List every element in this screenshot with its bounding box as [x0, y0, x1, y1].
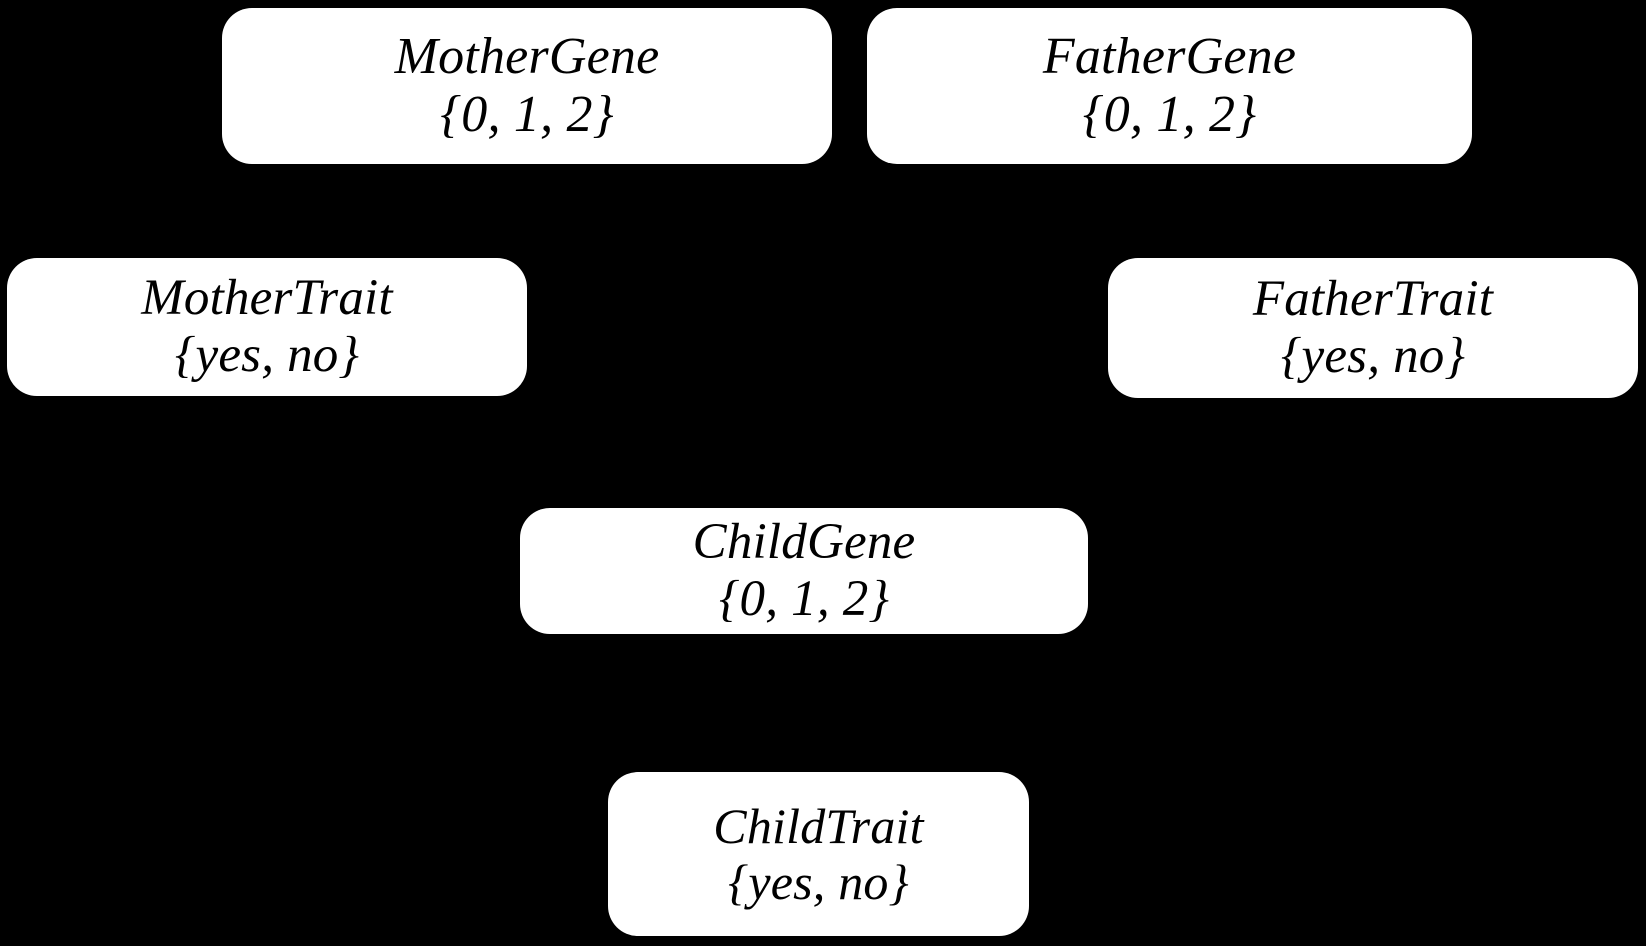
node-father-gene[interactable]: FatherGene {0, 1, 2} — [867, 8, 1472, 164]
node-father-trait-label: FatherTrait — [1252, 270, 1494, 327]
node-mother-trait-label: MotherTrait — [141, 269, 393, 326]
node-father-gene-label: FatherGene — [1042, 27, 1297, 85]
node-child-gene-domain: {0, 1, 2} — [718, 571, 890, 627]
node-father-gene-domain: {0, 1, 2} — [1082, 86, 1257, 143]
node-mother-trait[interactable]: MotherTrait {yes, no} — [7, 258, 527, 396]
node-child-trait[interactable]: ChildTrait {yes, no} — [608, 772, 1029, 936]
node-mother-gene[interactable]: MotherGene {0, 1, 2} — [222, 8, 832, 164]
node-child-gene[interactable]: ChildGene {0, 1, 2} — [520, 508, 1088, 634]
node-mother-trait-domain: {yes, no} — [174, 327, 360, 383]
node-child-trait-domain: {yes, no} — [728, 854, 909, 910]
node-mother-gene-label: MotherGene — [394, 27, 660, 85]
node-father-trait-domain: {yes, no} — [1280, 328, 1466, 384]
node-child-gene-label: ChildGene — [692, 513, 916, 570]
node-mother-gene-domain: {0, 1, 2} — [440, 86, 614, 143]
node-father-trait[interactable]: FatherTrait {yes, no} — [1108, 258, 1638, 398]
node-child-trait-label: ChildTrait — [713, 798, 924, 854]
